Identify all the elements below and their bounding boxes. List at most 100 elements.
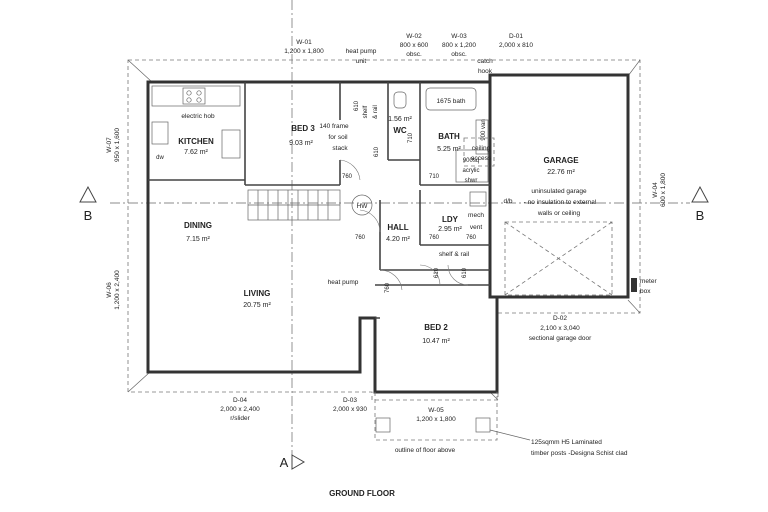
window-w06-id: W-06: [106, 282, 113, 298]
window-w03-id: W-03: [451, 33, 467, 40]
window-w05-id: W-05: [428, 407, 444, 414]
section-b-right-marker: [691, 185, 709, 203]
door-d04-size: 2,000 x 2,400: [220, 406, 260, 413]
garage-door-outline: [504, 221, 613, 296]
note-van-900: 900 van: [481, 119, 487, 140]
room-garage-area: 22.76 m²: [547, 169, 575, 176]
note-hw: HW: [357, 203, 369, 210]
door-width-710-a: 710: [429, 174, 440, 180]
window-w03-note: obsc.: [451, 51, 467, 58]
note-catch-hook-2: hook: [478, 68, 493, 75]
window-w04-id: W-04: [652, 182, 659, 198]
door-width-610-c: 610: [434, 267, 440, 278]
window-w01-id: W-01: [296, 39, 312, 46]
window-w03-size: 800 x 1,200: [442, 42, 476, 49]
door-swings: [339, 159, 469, 291]
window-w05-size: 1,200 x 1,800: [416, 416, 456, 423]
fridge: [221, 129, 241, 159]
post-right: [475, 417, 491, 433]
note-shower-2: acrylic: [462, 168, 479, 174]
section-a-label: A: [280, 455, 289, 470]
note-heat-pump-unit-1: heat pump: [346, 48, 377, 55]
window-w07-size: 950 x 1,600: [114, 128, 121, 162]
room-bed3-name: BED 3: [291, 124, 315, 133]
interior-walls: [148, 82, 490, 319]
door-d03-id: D-03: [343, 397, 357, 404]
note-posts-1: 125sqmm H5 Laminated: [531, 439, 602, 446]
door-width-760-d: 760: [466, 235, 477, 241]
note-posts-2: timber posts -Designa Schist clad: [531, 450, 628, 457]
room-dining-name: DINING: [184, 221, 212, 230]
door-d02-size: 2,100 x 3,040: [540, 325, 580, 332]
roof-hip-lines: [127, 59, 641, 401]
door-width-610-d: 610: [462, 267, 468, 278]
bath-tub: [425, 87, 477, 111]
note-meter-1: meter: [640, 278, 657, 285]
note-ceiling-access-1: ceiling: [472, 145, 491, 152]
door-width-610-a: 610: [354, 100, 360, 111]
note-outline-above: outline of floor above: [395, 447, 456, 454]
kitchen-bench: [151, 85, 241, 107]
door-width-760-e: 760: [385, 282, 391, 293]
note-shelf-rail-v1: shelf: [363, 105, 369, 118]
window-w02-size: 800 x 600: [400, 42, 429, 49]
room-ldy-area: 2.95 m²: [438, 226, 462, 233]
window-w06-size: 1,200 x 2,400: [114, 270, 121, 310]
meter-box: [631, 278, 637, 292]
note-ceiling-access-2: access: [471, 155, 492, 162]
note-dw: dw: [156, 155, 164, 161]
note-bath-1675: 1675 bath: [437, 98, 466, 105]
window-w02-id: W-02: [406, 33, 422, 40]
room-hall-name: HALL: [387, 223, 408, 232]
toilet: [393, 91, 407, 109]
stairs: [247, 189, 341, 221]
post-left: [375, 417, 391, 433]
room-ldy-name: LDY: [442, 215, 459, 224]
ceiling-access-hatch: [463, 137, 495, 167]
door-width-610-b: 610: [374, 146, 380, 157]
hot-water-cylinder: [351, 194, 373, 216]
section-a-marker: [291, 454, 305, 470]
note-shower-1: 900sq: [463, 158, 479, 164]
room-kitchen-area: 7.62 m²: [184, 149, 208, 156]
door-d02-note: sectional garage door: [529, 335, 592, 342]
hob: [182, 87, 206, 105]
room-living-name: LIVING: [244, 289, 271, 298]
note-frame-3: stack: [332, 145, 348, 152]
note-frame-1: 140 frame: [319, 123, 349, 130]
roof-outline: [127, 59, 641, 401]
laundry-tub: [469, 191, 487, 207]
note-heat-pump-unit-2: unit: [356, 58, 367, 65]
note-meter-2: box: [640, 288, 651, 295]
door-d04-id: D-04: [233, 397, 247, 404]
window-w04-size: 600 x 1,800: [660, 173, 667, 207]
window-w07-id: W-07: [106, 137, 113, 153]
door-d01-id: D-01: [509, 33, 523, 40]
note-uninsulated-1: uninsulated garage: [531, 188, 587, 195]
outline-floor-above: [374, 392, 498, 441]
note-d-b: d/b: [503, 198, 512, 205]
note-electric-hob: electric hob: [181, 113, 215, 120]
posts-leader: [489, 429, 531, 441]
door-d03-size: 2,000 x 930: [333, 406, 367, 413]
room-hall-area: 4.20 m²: [386, 236, 410, 243]
room-wc-name: WC: [393, 126, 407, 135]
room-dining-area: 7.15 m²: [186, 236, 210, 243]
note-shelf-rail-v2: & rail: [373, 105, 379, 119]
door-d02-id: D-02: [553, 315, 567, 322]
note-uninsulated-2: - no insulation to external: [524, 199, 597, 206]
room-bath-area: 5.25 m²: [437, 146, 461, 153]
note-catch-hook-1: catch: [477, 58, 493, 65]
room-bath-name: BATH: [438, 132, 460, 141]
note-uninsulated-3: walls or ceiling: [537, 210, 581, 217]
room-bed3-area: 9.03 m²: [289, 140, 313, 147]
room-garage-name: GARAGE: [543, 156, 579, 165]
window-w01-size: 1,200 x 1,800: [284, 48, 324, 55]
room-kitchen-name: KITCHEN: [178, 137, 214, 146]
door-width-710-b: 710: [408, 132, 414, 143]
note-shower-3: shwr: [465, 178, 478, 184]
note-shelf-rail-h: shelf & rail: [439, 251, 470, 258]
window-w02-note: obsc.: [406, 51, 422, 58]
door-d01-size: 2,000 x 810: [499, 42, 533, 49]
